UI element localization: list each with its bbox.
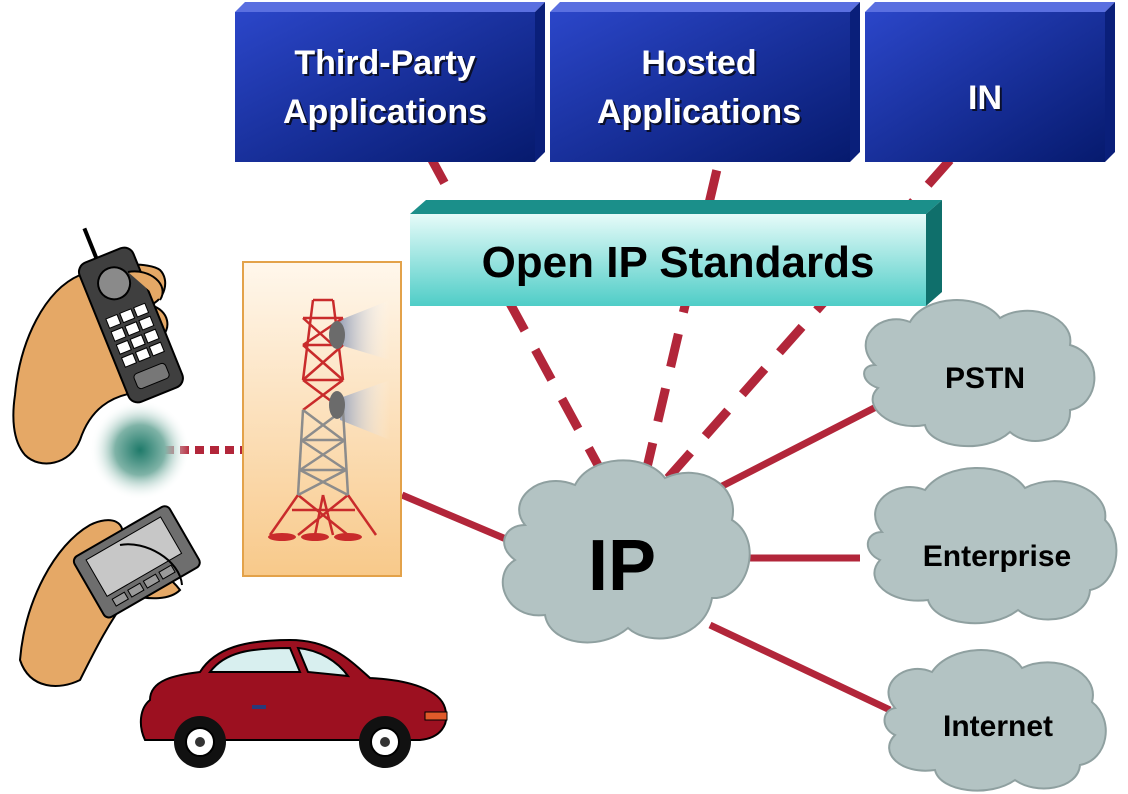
link-tower-ip <box>400 491 522 549</box>
third-party-label-line1: Third-Party <box>296 46 477 84</box>
in-label-shadow: IN <box>970 81 1004 119</box>
link-ip-internet <box>708 621 892 714</box>
enterprise-cloud-shape <box>866 467 1118 625</box>
pstn-cloud: PSTN <box>863 299 1096 448</box>
ip-label: IP <box>588 526 656 606</box>
hosted-label-line2: Applications <box>599 95 803 133</box>
third-party-label-line2: Applications <box>285 95 489 133</box>
pstn-cloud-shape <box>863 299 1096 448</box>
enterprise-cloud: Enterprise <box>866 467 1118 625</box>
internet-cloud: Internet <box>883 649 1107 792</box>
third-party-label-line1-face: Third-Party <box>294 44 475 82</box>
cell-tower-icon <box>268 298 390 541</box>
link-ip-pstn <box>693 401 882 504</box>
pstn-label: PSTN <box>945 362 1025 395</box>
hosted-label-line2-face: Applications <box>597 93 801 131</box>
car-icon <box>139 638 448 768</box>
hosted-label-line1-face: Hosted <box>641 44 756 82</box>
wireless-signal-icon <box>90 400 190 500</box>
hosted-label-line1: Hosted <box>643 46 758 84</box>
internet-label: Internet <box>943 710 1053 743</box>
enterprise-label: Enterprise <box>923 540 1071 573</box>
open-ip-standards-bar: Open IP Standards <box>410 200 942 306</box>
open-ip-standards-label: Open IP Standards <box>482 238 875 287</box>
ip-cloud-shape <box>501 459 751 644</box>
solid-links <box>400 401 892 714</box>
hosted-applications-box: Hosted Hosted Applications Applications <box>550 2 860 162</box>
cell-tower-panel <box>242 261 402 577</box>
third-party-applications-box: Third-Party Third-Party Applications App… <box>235 2 545 162</box>
ip-cloud: IP <box>501 459 751 644</box>
in-label: IN <box>968 79 1002 117</box>
in-box: IN IN <box>865 2 1115 162</box>
hand-holding-pda-icon <box>18 505 201 687</box>
third-party-label-line2-face: Applications <box>283 93 487 131</box>
internet-cloud-shape <box>883 649 1107 792</box>
hand-holding-phone-icon <box>12 227 184 465</box>
